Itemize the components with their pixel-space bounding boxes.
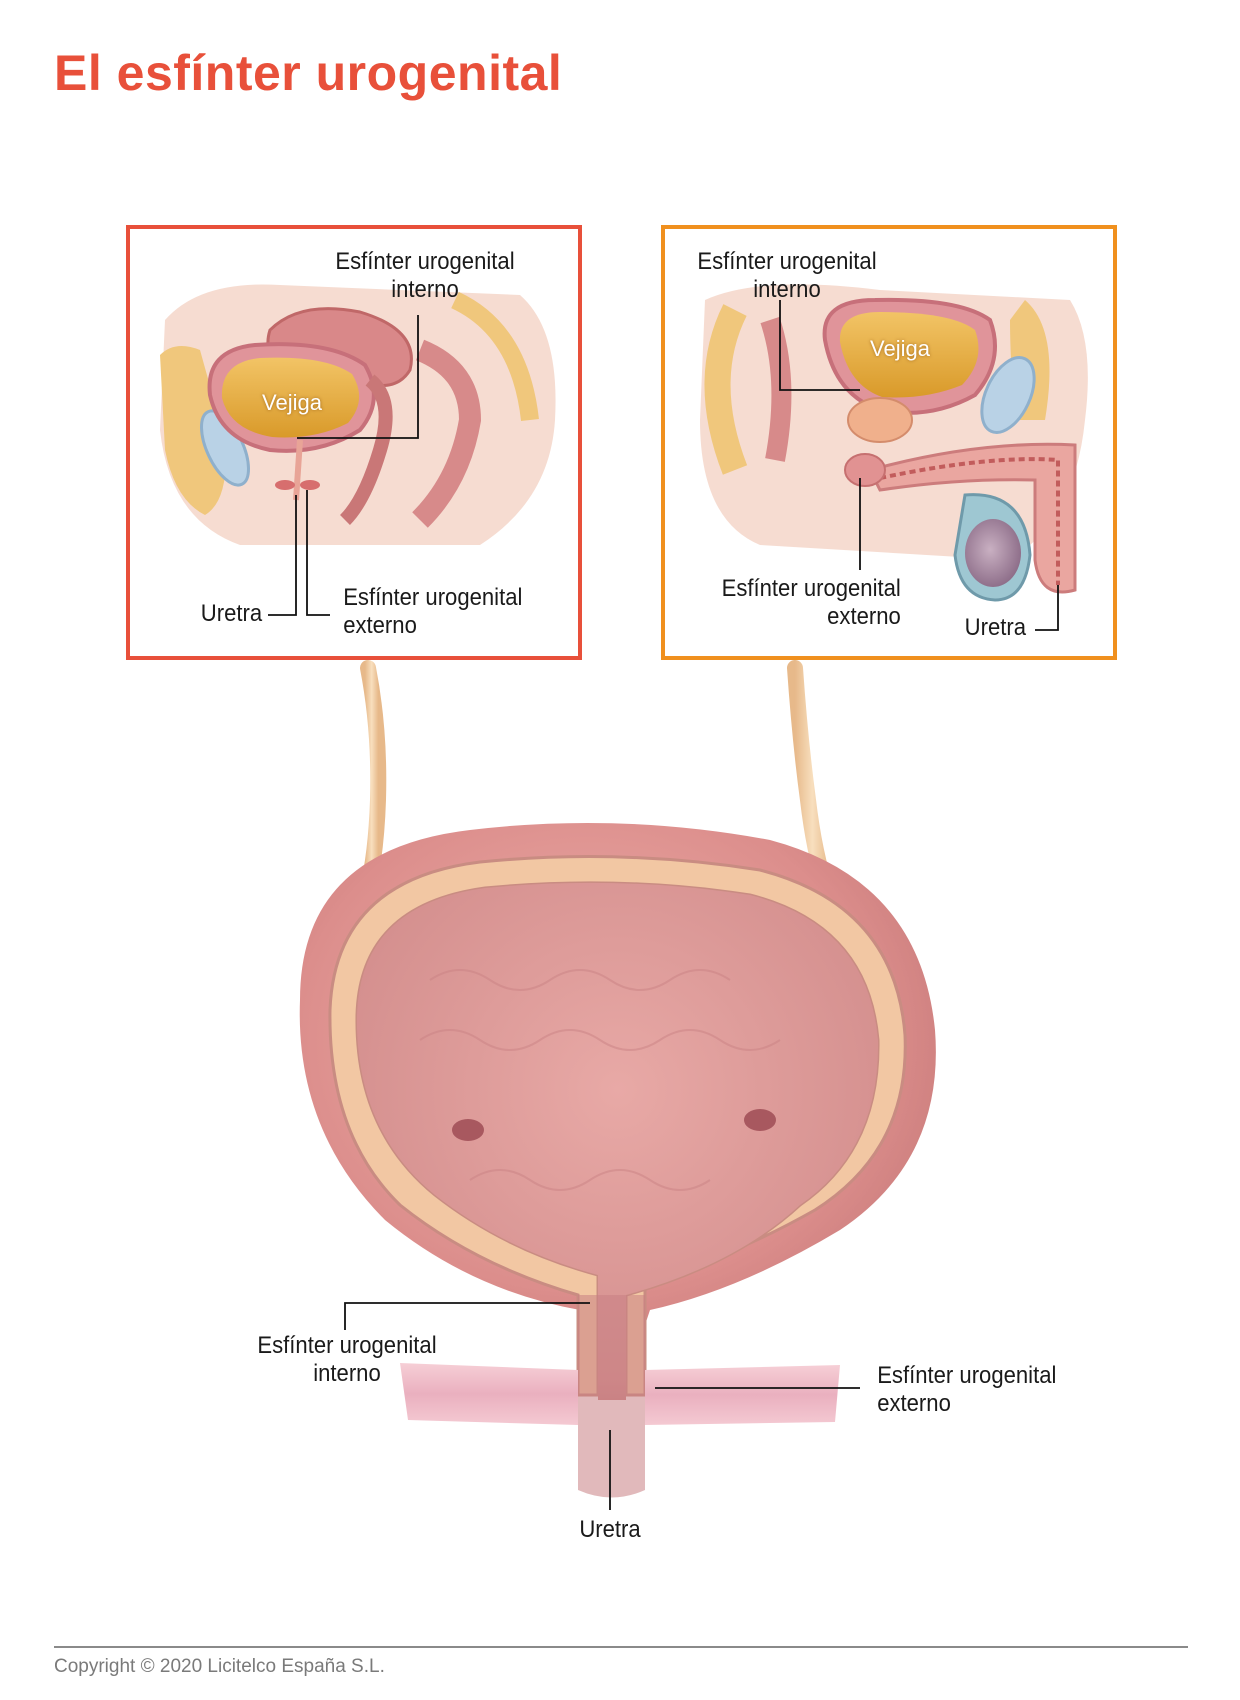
male-label-external: Esfínter urogenital externo bbox=[721, 575, 901, 630]
female-external-sphincter-left bbox=[275, 480, 295, 490]
left-ureteral-opening bbox=[452, 1119, 484, 1141]
male-bladder-label: Vejiga bbox=[870, 336, 930, 361]
female-bladder-label: Vejiga bbox=[262, 390, 322, 415]
female-label-external: Esfínter urogenital externo bbox=[343, 584, 523, 639]
female-label-urethra: Uretra bbox=[200, 600, 263, 627]
bladder-fold-2 bbox=[419, 1029, 781, 1051]
female-leader-internal bbox=[297, 315, 419, 439]
male-external-sphincter bbox=[844, 453, 886, 487]
male-urethra bbox=[879, 457, 1060, 585]
detail-label-urethra: Uretra bbox=[579, 1516, 641, 1543]
external-sphincter-right bbox=[645, 1365, 840, 1425]
bladder-fold-3 bbox=[469, 1169, 711, 1191]
female-panel bbox=[126, 225, 582, 660]
bladder-detail bbox=[299, 822, 936, 1510]
detail-label-internal: Esfínter urogenital interno bbox=[257, 1332, 437, 1387]
detail-label-external: Esfínter urogenital externo bbox=[877, 1362, 1057, 1417]
male-rectum bbox=[760, 316, 792, 462]
male-prostate bbox=[847, 397, 913, 443]
male-panel bbox=[661, 225, 1117, 660]
female-rectum bbox=[412, 339, 482, 528]
female-leader-external bbox=[306, 490, 330, 616]
copyright-text: Copyright © 2020 Licitelco España S.L. bbox=[54, 1656, 385, 1677]
detail-leader-internal bbox=[344, 1302, 590, 1330]
bladder-lumen bbox=[356, 882, 879, 1400]
male-spine bbox=[704, 304, 748, 475]
female-label-internal: Esfínter urogenital interno bbox=[335, 248, 515, 303]
male-testis bbox=[965, 519, 1021, 587]
male-leader-internal bbox=[779, 300, 860, 391]
male-label-urethra: Uretra bbox=[964, 614, 1026, 641]
footer-divider bbox=[54, 1646, 1188, 1648]
urethra-channel bbox=[578, 1295, 645, 1498]
page-title: El esfínter urogenital bbox=[54, 45, 563, 101]
male-bladder-urine bbox=[839, 312, 979, 398]
female-external-sphincter-right bbox=[300, 480, 320, 490]
male-label-internal: Esfínter urogenital interno bbox=[697, 248, 877, 303]
male-penis bbox=[867, 442, 1077, 594]
male-pubic-cartilage bbox=[980, 356, 1036, 434]
female-spine bbox=[451, 291, 539, 422]
male-leader-urethra bbox=[1035, 585, 1059, 631]
bladder-fold-1 bbox=[429, 969, 731, 991]
female-leader-urethra bbox=[268, 495, 297, 616]
external-sphincter-left bbox=[400, 1363, 578, 1425]
female-bladder-urine bbox=[221, 357, 360, 438]
female-urethra bbox=[293, 439, 303, 501]
right-ureteral-opening bbox=[744, 1109, 776, 1131]
female-vaginal-canal bbox=[339, 374, 393, 525]
